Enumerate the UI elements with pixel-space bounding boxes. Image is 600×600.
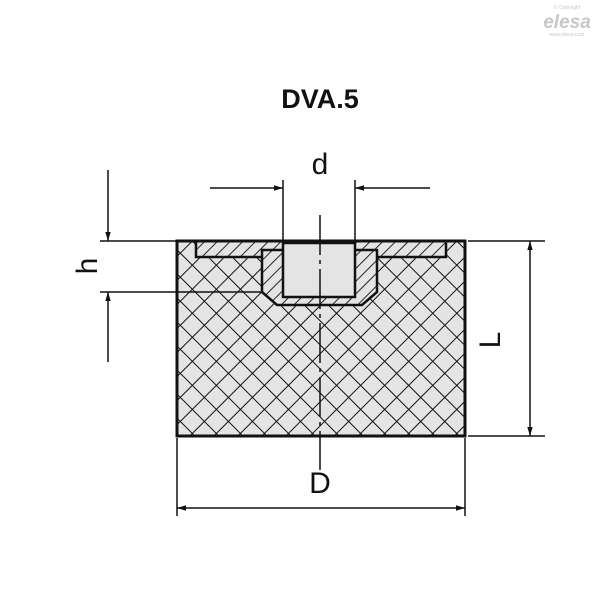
dimension-label-D: D [309,467,331,500]
dimension-label-d: d [312,148,329,181]
logo-url: www.elesa.com [550,32,585,38]
dimension-L [468,240,545,437]
logo-brand: elesa [543,12,591,33]
logo: © Copyright elesa www.elesa.com [543,4,591,38]
dimension-d [210,180,430,241]
dimension-label-h: h [71,258,104,275]
threaded-hole [281,241,357,299]
dimension-D [176,438,466,516]
logo-copyright: © Copyright [554,4,581,11]
dimension-h [100,170,262,362]
dimension-label-L: L [474,332,507,349]
drawing-title: DVA.5 [281,84,359,114]
